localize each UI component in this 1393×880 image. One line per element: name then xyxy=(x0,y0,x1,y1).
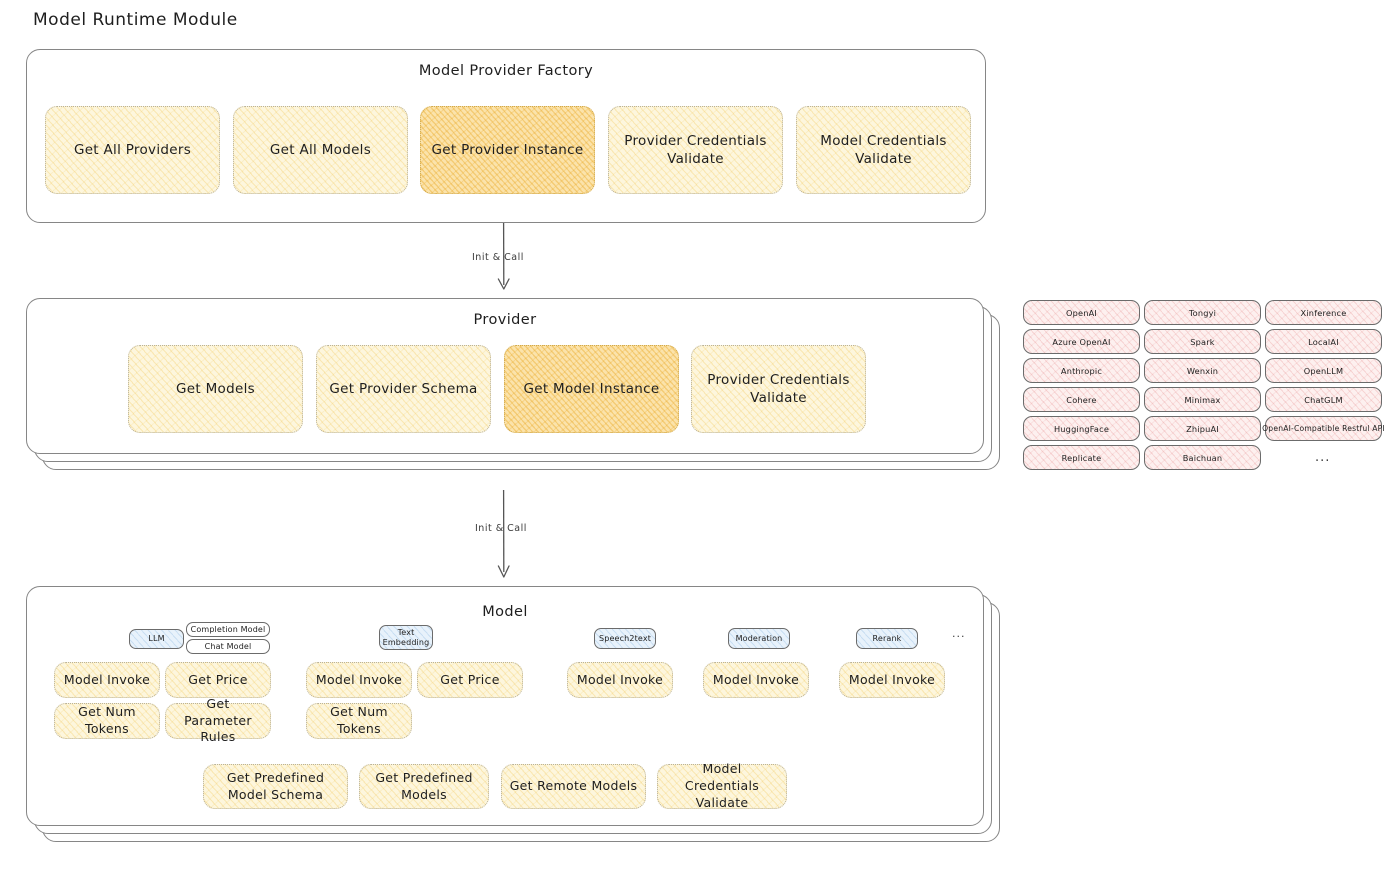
model-op-rerank-model-invoke[interactable]: Model Invoke xyxy=(839,662,945,698)
factory-item-get-all-providers[interactable]: Get All Providers xyxy=(45,106,220,194)
provider-chip-azure-openai[interactable]: Azure OpenAI xyxy=(1023,329,1140,354)
model-op-llm-get-price[interactable]: Get Price xyxy=(165,662,271,698)
provider-chip-xinference[interactable]: Xinference xyxy=(1265,300,1382,325)
provider-chip-wenxin[interactable]: Wenxin xyxy=(1144,358,1261,383)
model-op-moderation-model-invoke[interactable]: Model Invoke xyxy=(703,662,809,698)
arrow-factory-to-provider xyxy=(497,223,510,290)
provider-chip-anthropic[interactable]: Anthropic xyxy=(1023,358,1140,383)
model-types-more-ellipsis: ... xyxy=(952,627,966,640)
provider-item-get-model-instance[interactable]: Get Model Instance xyxy=(504,345,679,433)
provider-list: OpenAI Azure OpenAI Anthropic Cohere Hug… xyxy=(1023,300,1385,475)
factory-item-get-provider-instance[interactable]: Get Provider Instance xyxy=(420,106,595,194)
arrow-provider-to-model xyxy=(497,490,510,578)
provider-chip-tongyi[interactable]: Tongyi xyxy=(1144,300,1261,325)
model-op-get-predefined-model-schema[interactable]: Get Predefined Model Schema xyxy=(203,764,348,809)
model-card: Model LLM Completion Model Chat Model Te… xyxy=(26,586,1016,856)
model-op-model-credentials-validate[interactable]: Model Credentials Validate xyxy=(657,761,787,810)
provider-card: Provider Get Models Get Provider Schema … xyxy=(26,298,1016,478)
model-provider-factory-card: Model Provider Factory Get All Providers… xyxy=(26,49,986,223)
model-op-llm-get-parameter-rules[interactable]: Get Parameter Rules xyxy=(165,696,271,744)
model-op-speech2text-model-invoke[interactable]: Model Invoke xyxy=(567,662,673,698)
provider-title: Provider xyxy=(473,312,537,328)
model-type-tag-llm[interactable]: LLM xyxy=(129,629,184,649)
factory-item-provider-credentials-validate[interactable]: Provider Credentials Validate xyxy=(608,106,783,194)
provider-chip-huggingface[interactable]: HuggingFace xyxy=(1023,416,1140,441)
provider-chip-chatglm[interactable]: ChatGLM xyxy=(1265,387,1382,412)
provider-chip-baichuan[interactable]: Baichuan xyxy=(1144,445,1261,470)
model-type-tag-moderation[interactable]: Moderation xyxy=(728,628,790,649)
model-op-llm-model-invoke[interactable]: Model Invoke xyxy=(54,662,160,698)
model-op-get-predefined-models[interactable]: Get Predefined Models xyxy=(359,764,489,809)
factory-item-model-credentials-validate[interactable]: Model Credentials Validate xyxy=(796,106,971,194)
model-provider-factory-title: Model Provider Factory xyxy=(418,63,594,79)
model-op-get-remote-models[interactable]: Get Remote Models xyxy=(501,764,646,809)
model-op-text-embedding-model-invoke[interactable]: Model Invoke xyxy=(306,662,412,698)
model-op-text-embedding-get-num-tokens[interactable]: Get Num Tokens xyxy=(306,703,412,739)
provider-chip-spark[interactable]: Spark xyxy=(1144,329,1261,354)
arrow-label-init-and-call-1: Init & Call xyxy=(472,252,524,263)
provider-item-provider-credentials-validate[interactable]: Provider Credentials Validate xyxy=(691,345,866,433)
model-type-tag-text-embedding[interactable]: Text Embedding xyxy=(379,625,433,650)
provider-chip-localai[interactable]: LocalAI xyxy=(1265,329,1382,354)
model-type-subtag-chat-model[interactable]: Chat Model xyxy=(186,639,270,654)
card-sheet-front xyxy=(26,586,984,826)
provider-chip-openai-compatible-restful-api[interactable]: OpenAI-Compatible Restful API xyxy=(1262,416,1385,441)
provider-chip-replicate[interactable]: Replicate xyxy=(1023,445,1140,470)
model-op-llm-get-num-tokens[interactable]: Get Num Tokens xyxy=(54,703,160,739)
provider-item-get-models[interactable]: Get Models xyxy=(128,345,303,433)
page-title: Model Runtime Module xyxy=(33,10,238,30)
provider-item-get-provider-schema[interactable]: Get Provider Schema xyxy=(316,345,491,433)
model-type-subtag-completion-model[interactable]: Completion Model xyxy=(186,622,270,637)
provider-chip-zhipuai[interactable]: ZhipuAI xyxy=(1144,416,1261,441)
provider-chip-openai[interactable]: OpenAI xyxy=(1023,300,1140,325)
model-type-tag-rerank[interactable]: Rerank xyxy=(856,628,918,649)
provider-chip-openllm[interactable]: OpenLLM xyxy=(1265,358,1382,383)
arrow-label-init-and-call-2: Init & Call xyxy=(475,523,527,534)
model-title: Model xyxy=(482,604,528,620)
provider-chip-cohere[interactable]: Cohere xyxy=(1023,387,1140,412)
provider-chip-minimax[interactable]: Minimax xyxy=(1144,387,1261,412)
factory-item-get-all-models[interactable]: Get All Models xyxy=(233,106,408,194)
model-type-tag-speech2text[interactable]: Speech2text xyxy=(594,628,656,649)
model-op-text-embedding-get-price[interactable]: Get Price xyxy=(417,662,523,698)
provider-list-more-ellipsis: ... xyxy=(1315,450,1331,465)
